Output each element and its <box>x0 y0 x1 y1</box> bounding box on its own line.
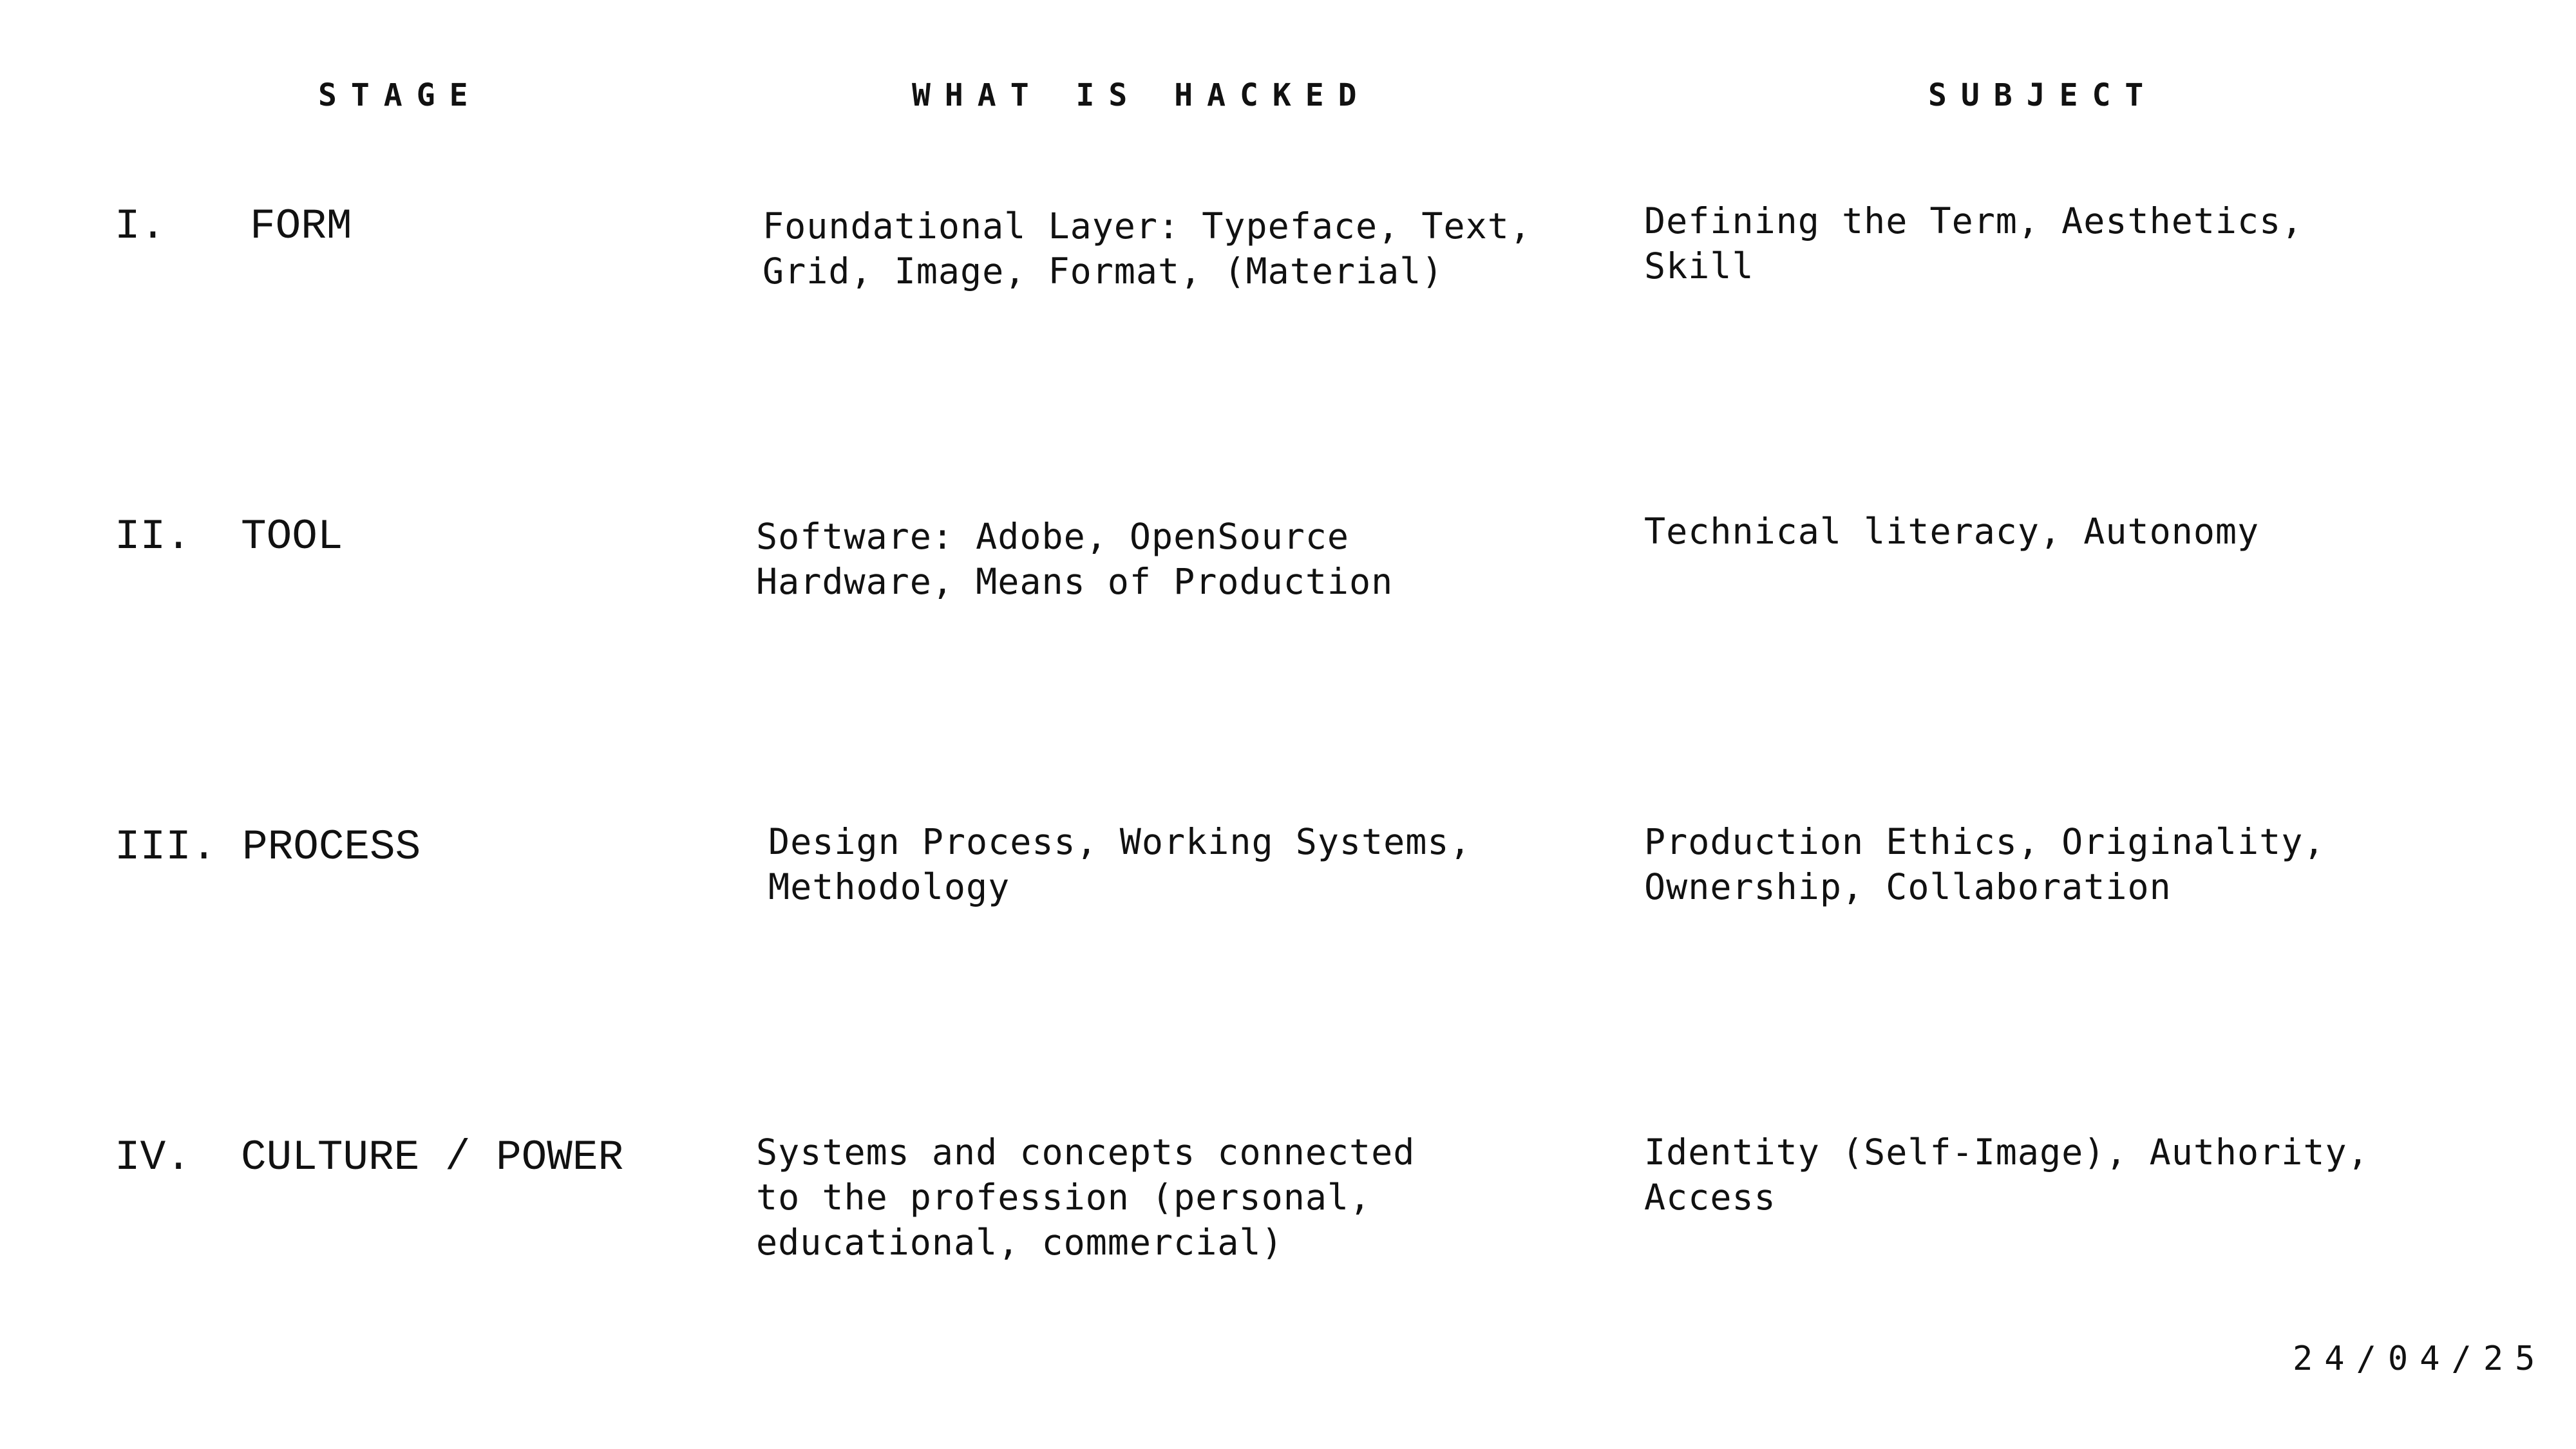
stage-numeral: IV. <box>115 1133 191 1182</box>
table-row: II. TOOL Software: Adobe, OpenSource Har… <box>0 511 2576 769</box>
stage-name: FORM <box>250 202 352 251</box>
table-row: III. PROCESS Design Process, Working Sys… <box>0 821 2576 1079</box>
subject-text: Identity (Self-Image), Authority, Access <box>1644 1132 2369 1218</box>
stage-numeral: I. <box>115 202 166 251</box>
what-is-hacked-text: Foundational Layer: Typeface, Text, Grid… <box>762 205 1531 292</box>
stage-name: TOOL <box>241 513 343 561</box>
subject-text: Technical literacy, Autonomy <box>1644 511 2260 552</box>
stage-numeral: III. <box>115 823 217 871</box>
what-is-hacked-text: Systems and concepts connected to the pr… <box>756 1132 1416 1263</box>
stage-name: PROCESS <box>242 823 421 871</box>
table-row: IV. CULTURE / POWER Systems and concepts… <box>0 1132 2576 1390</box>
stage-name: CULTURE / POWER <box>241 1133 624 1182</box>
date-stamp: 24/04/25 <box>2293 1340 2547 1378</box>
stage-numeral: II. <box>115 513 191 561</box>
what-is-hacked-text: Design Process, Working Systems, Methodo… <box>768 821 1472 907</box>
what-is-hacked-column-header: WHAT IS HACKED <box>912 77 1371 113</box>
table-row: I. FORM Foundational Layer: Typeface, Te… <box>0 200 2576 459</box>
subject-column-header: SUBJECT <box>1928 77 2158 113</box>
subject-text: Defining the Term, Aesthetics, Skill <box>1644 200 2304 287</box>
subject-text: Production Ethics, Originality, Ownershi… <box>1644 821 2325 907</box>
stage-column-header: STAGE <box>318 77 482 113</box>
what-is-hacked-text: Software: Adobe, OpenSource Hardware, Me… <box>756 516 1394 602</box>
